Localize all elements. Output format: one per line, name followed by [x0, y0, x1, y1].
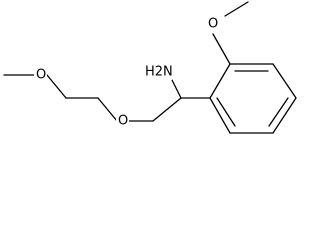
chemical-structure-diagram: H2N O O O — [3, 1, 297, 134]
bond-ring-c4-c5 — [272, 97, 297, 134]
ring-methoxy-o-bg — [206, 16, 219, 31]
ether-o-near-bg — [116, 113, 129, 128]
ether-o-far-bg — [34, 67, 47, 82]
bond-ch-nh2 — [171, 79, 182, 99]
amine-label-bg — [144, 64, 172, 80]
ether-oxygen-near-ring-label: O — [118, 114, 128, 129]
amine-label: H2N — [145, 65, 173, 80]
bond-lines — [3, 1, 297, 134]
bond-ring-c3-c4 — [272, 63, 297, 99]
bond-ring-inner-3 — [216, 97, 236, 127]
bond-ch2-ch — [152, 97, 182, 122]
ring-methoxy-oxygen-label: O — [208, 17, 218, 32]
bond-ring-inner-2 — [268, 97, 289, 127]
atom-labels: H2N O O O — [34, 16, 219, 129]
bond-o-ch2-left — [46, 74, 67, 99]
bond-ring-c6-c1 — [209, 97, 231, 134]
bond-ch2-o-mid — [97, 97, 118, 122]
ether-oxygen-far-label: O — [36, 68, 46, 83]
bond-o-ch3-ring — [224, 1, 249, 17]
bond-ring-o — [212, 33, 231, 65]
bond-ring-c1-c2 — [209, 63, 231, 99]
